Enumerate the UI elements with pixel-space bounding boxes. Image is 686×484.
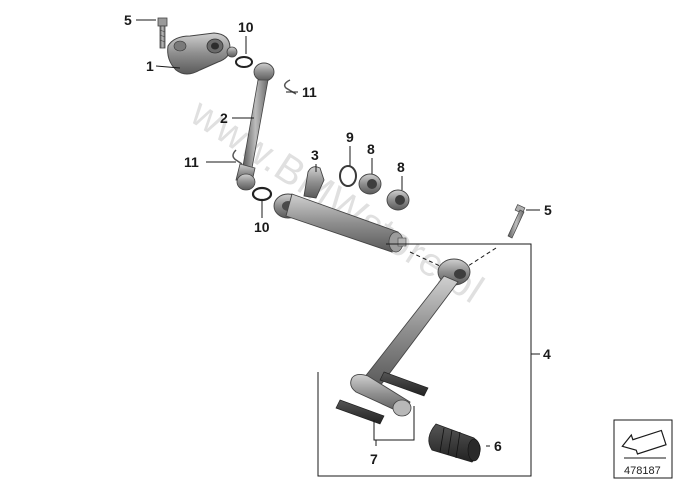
callout-7: 7 [370, 451, 378, 467]
part-2-linkage-rod[interactable] [235, 62, 275, 191]
part-11-clip-top[interactable] [283, 79, 297, 95]
part-1-clamp-lever[interactable] [167, 32, 238, 75]
callout-8-b: 8 [397, 159, 405, 175]
callout-10-top: 10 [238, 19, 254, 35]
assembly-guide [409, 247, 497, 267]
callout-1: 1 [146, 58, 154, 74]
part-5-bolt-right[interactable] [507, 204, 526, 239]
part-11-clip-lower[interactable] [232, 149, 243, 165]
callout-5-right: 5 [544, 202, 552, 218]
group-4-frame [317, 243, 532, 477]
part-3-shaft-bracket[interactable] [273, 166, 407, 253]
callout-5-top: 5 [124, 12, 132, 28]
callout-2: 2 [220, 110, 228, 126]
part-8-bushing-b[interactable] [386, 189, 410, 211]
part-4-foot-lever[interactable] [350, 258, 471, 417]
part-9-oring[interactable] [339, 165, 357, 187]
part-7-rubber-strip-b[interactable] [335, 399, 385, 425]
diagram-id-text: 478187 [624, 465, 661, 477]
callout-8-a: 8 [367, 141, 375, 157]
callout-11-top: 11 [302, 84, 317, 100]
callout-11-lower: 11 [184, 154, 199, 170]
diagram-id-box: 478187 [613, 419, 673, 479]
callout-9: 9 [346, 129, 354, 145]
part-6-foot-peg-rubber[interactable] [428, 423, 481, 463]
leader-lines [136, 19, 540, 447]
callout-6: 6 [494, 438, 502, 454]
callout-4: 4 [543, 346, 551, 362]
part-8-bushing-a[interactable] [358, 173, 382, 195]
direction-arrow-icon [621, 429, 667, 459]
callout-3: 3 [311, 147, 319, 163]
part-10-washer-top[interactable] [235, 56, 253, 68]
part-7-rubber-strip-a[interactable] [379, 371, 429, 397]
part-10-washer-lower[interactable] [251, 186, 273, 202]
part-5-bolt-top[interactable] [157, 17, 168, 49]
callout-10-lower: 10 [254, 219, 270, 235]
